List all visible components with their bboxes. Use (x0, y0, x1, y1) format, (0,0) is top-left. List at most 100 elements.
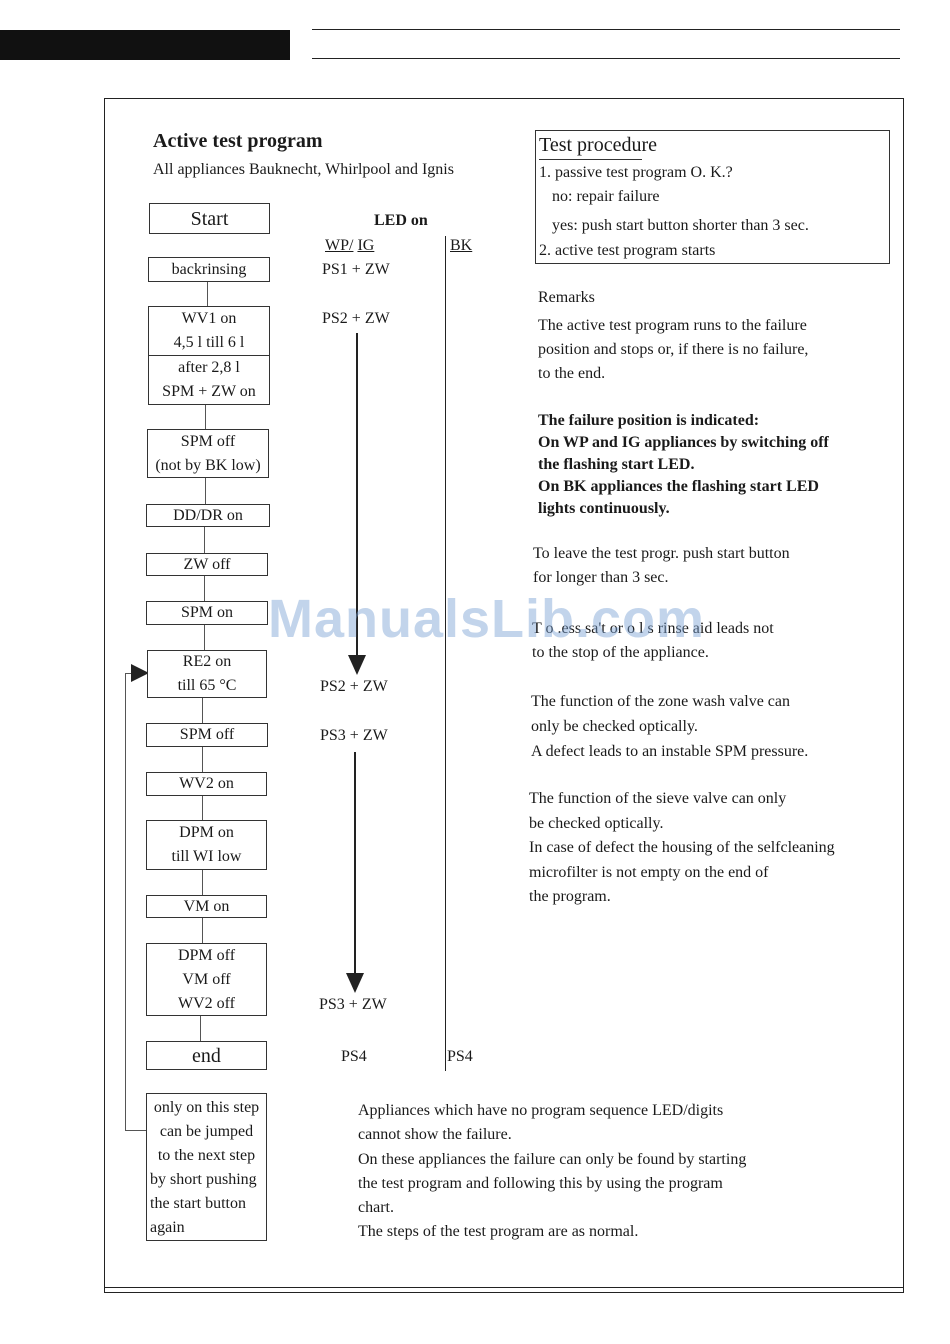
jump-note-line: can be jumped (159, 1123, 254, 1140)
step-after-line1: after 2,8 l (178, 359, 240, 376)
bottom-note-line: the test program and following this by u… (358, 1174, 723, 1192)
step-spm-off-line2: (not by BK low) (155, 456, 261, 474)
remarks-line: to the stop of the appliance. (532, 644, 709, 661)
loop-line-bottom (125, 1130, 147, 1131)
led-row-2: PS2 + ZW (322, 310, 390, 327)
bottom-note: Appliances which have no program sequenc… (358, 1099, 746, 1245)
remarks-line: the program. (529, 888, 611, 905)
led-row-6: PS4 (341, 1048, 367, 1065)
step-re2-on: RE2 on till 65 °C (147, 650, 267, 698)
arrow-down-icon (346, 973, 364, 993)
step-wv1-line2: 4,5 l till 6 l (173, 334, 245, 351)
step-spm-off-2: SPM off (146, 723, 268, 747)
test-procedure-title: Test procedure (539, 134, 657, 156)
remarks-paragraph-4: T o .ess sa't or o l s rinse aid leads n… (532, 617, 774, 665)
test-procedure-line-2: no: repair failure (552, 188, 660, 205)
content-frame (104, 98, 904, 1293)
led-col-wp-ig: WP/ IG (325, 237, 374, 255)
jump-note-line: the start button (150, 1195, 246, 1212)
remarks-line: position and stops or, if there is no fa… (538, 341, 809, 358)
step-spm-off: SPM off (not by BK low) (147, 429, 269, 478)
remarks-line: to the end. (538, 365, 606, 382)
bottom-note-line: On these appliances the failure can only… (358, 1150, 747, 1168)
remarks-paragraph-2: The failure position is indicated: On WP… (538, 410, 829, 520)
step-vm-off-line: VM off (182, 970, 231, 988)
test-procedure-line-1: 1. passive test program O. K.? (539, 164, 733, 181)
remarks-line: A defect leads to an instable SPM pressu… (531, 743, 809, 760)
led-col-ig: IG (357, 237, 375, 254)
remarks-line: To leave the test progr. push start butt… (533, 545, 790, 562)
header-black-bar (0, 30, 290, 60)
step-start: Start (149, 203, 270, 234)
led-arrow-line-1 (356, 333, 358, 657)
connector (205, 405, 206, 429)
step-wv1-line1: WV1 on (181, 310, 237, 327)
step-spm-on: SPM on (146, 601, 268, 625)
led-row-3: PS2 + ZW (320, 678, 388, 695)
connector (202, 698, 203, 723)
remarks-paragraph-5: The function of the zone wash valve can … (531, 689, 808, 764)
led-row-1: PS1 + ZW (322, 261, 390, 278)
remarks-line: the flashing start LED. (538, 456, 695, 473)
step-wv1: WV1 on 4,5 l till 6 l after 2,8 l SPM + … (148, 306, 270, 405)
footer-rule (104, 1287, 904, 1288)
step-dpm-on-line1: DPM on (179, 824, 234, 841)
connector (204, 625, 205, 650)
step-re2-line1: RE2 on (182, 653, 232, 670)
test-procedure-line-4: 2. active test program starts (539, 242, 716, 259)
step-backrinsing: backrinsing (148, 257, 270, 282)
remarks-line: for longer than 3 sec. (533, 569, 669, 586)
remarks-paragraph-6: The function of the sieve valve can only… (529, 787, 835, 910)
step-after-line2: SPM + ZW on (162, 383, 256, 400)
loop-line-vertical (125, 673, 126, 1131)
step-dd-dr-on: DD/DR on (146, 504, 270, 527)
step-vm-on: VM on (146, 895, 267, 918)
step-dpm-on-line2: till WI low (171, 848, 242, 865)
led-bk-end: PS4 (447, 1048, 473, 1065)
led-arrow-line-2 (354, 752, 356, 975)
jump-note-line: to the next step (157, 1147, 256, 1164)
step-dpm-off: DPM off VM off WV2 off (146, 943, 267, 1016)
jump-note-line: only on this step (153, 1099, 260, 1116)
step-spm-off-line1: SPM off (180, 432, 236, 450)
arrow-down-icon (348, 655, 366, 675)
remarks-line: The function of the sieve valve can only (529, 790, 787, 807)
jump-note-line: again (150, 1219, 185, 1236)
remarks-line: lights continuously. (538, 500, 670, 517)
connector (202, 747, 203, 772)
bottom-note-line: cannot show the failure. (358, 1126, 512, 1144)
loop-line-top (125, 673, 135, 674)
remarks-line: T o .ess sa't or o l s rinse aid leads n… (532, 620, 774, 637)
remarks-paragraph-3: To leave the test progr. push start butt… (533, 542, 790, 590)
bottom-note-line: Appliances which have no program sequenc… (358, 1102, 724, 1119)
remarks-line: The active test program runs to the fail… (538, 317, 807, 334)
step-dpm-on: DPM on till WI low (146, 820, 267, 870)
led-col-wp: WP/ (325, 237, 354, 254)
connector (207, 282, 208, 306)
jump-note-line: by short pushing (150, 1171, 257, 1188)
remarks-line: microfilter is not empty on the end of (529, 863, 769, 881)
bottom-note-line: The steps of the test program are as nor… (358, 1223, 639, 1241)
remarks-line: The function of the zone wash valve can (531, 693, 791, 710)
remarks-line: only be checked optically. (531, 718, 698, 735)
step-wv2-on: WV2 on (146, 772, 267, 796)
remarks-line: The failure position is indicated: (538, 412, 760, 429)
connector (202, 918, 203, 943)
step-re2-line2: till 65 °C (177, 677, 237, 694)
test-procedure-box: Test procedure 1. passive test program O… (535, 130, 890, 264)
connector (202, 796, 203, 820)
page-subtitle: All appliances Bauknecht, Whirlpool and … (153, 161, 454, 178)
loop-arrow-icon (131, 664, 149, 682)
connector (202, 870, 203, 895)
led-row-5: PS3 + ZW (319, 996, 387, 1013)
header-rule-bottom (312, 58, 900, 59)
step-end: end (146, 1041, 267, 1070)
connector (200, 1016, 201, 1041)
connector (205, 478, 206, 504)
test-procedure-title-rule (539, 159, 642, 160)
remarks-line: On BK appliances the flashing start LED (538, 478, 819, 495)
led-col-bk: BK (450, 237, 473, 254)
bottom-note-line: chart. (358, 1199, 394, 1217)
step-dpm-off-line1: DPM off (177, 946, 236, 964)
bk-column-line (445, 236, 446, 1071)
